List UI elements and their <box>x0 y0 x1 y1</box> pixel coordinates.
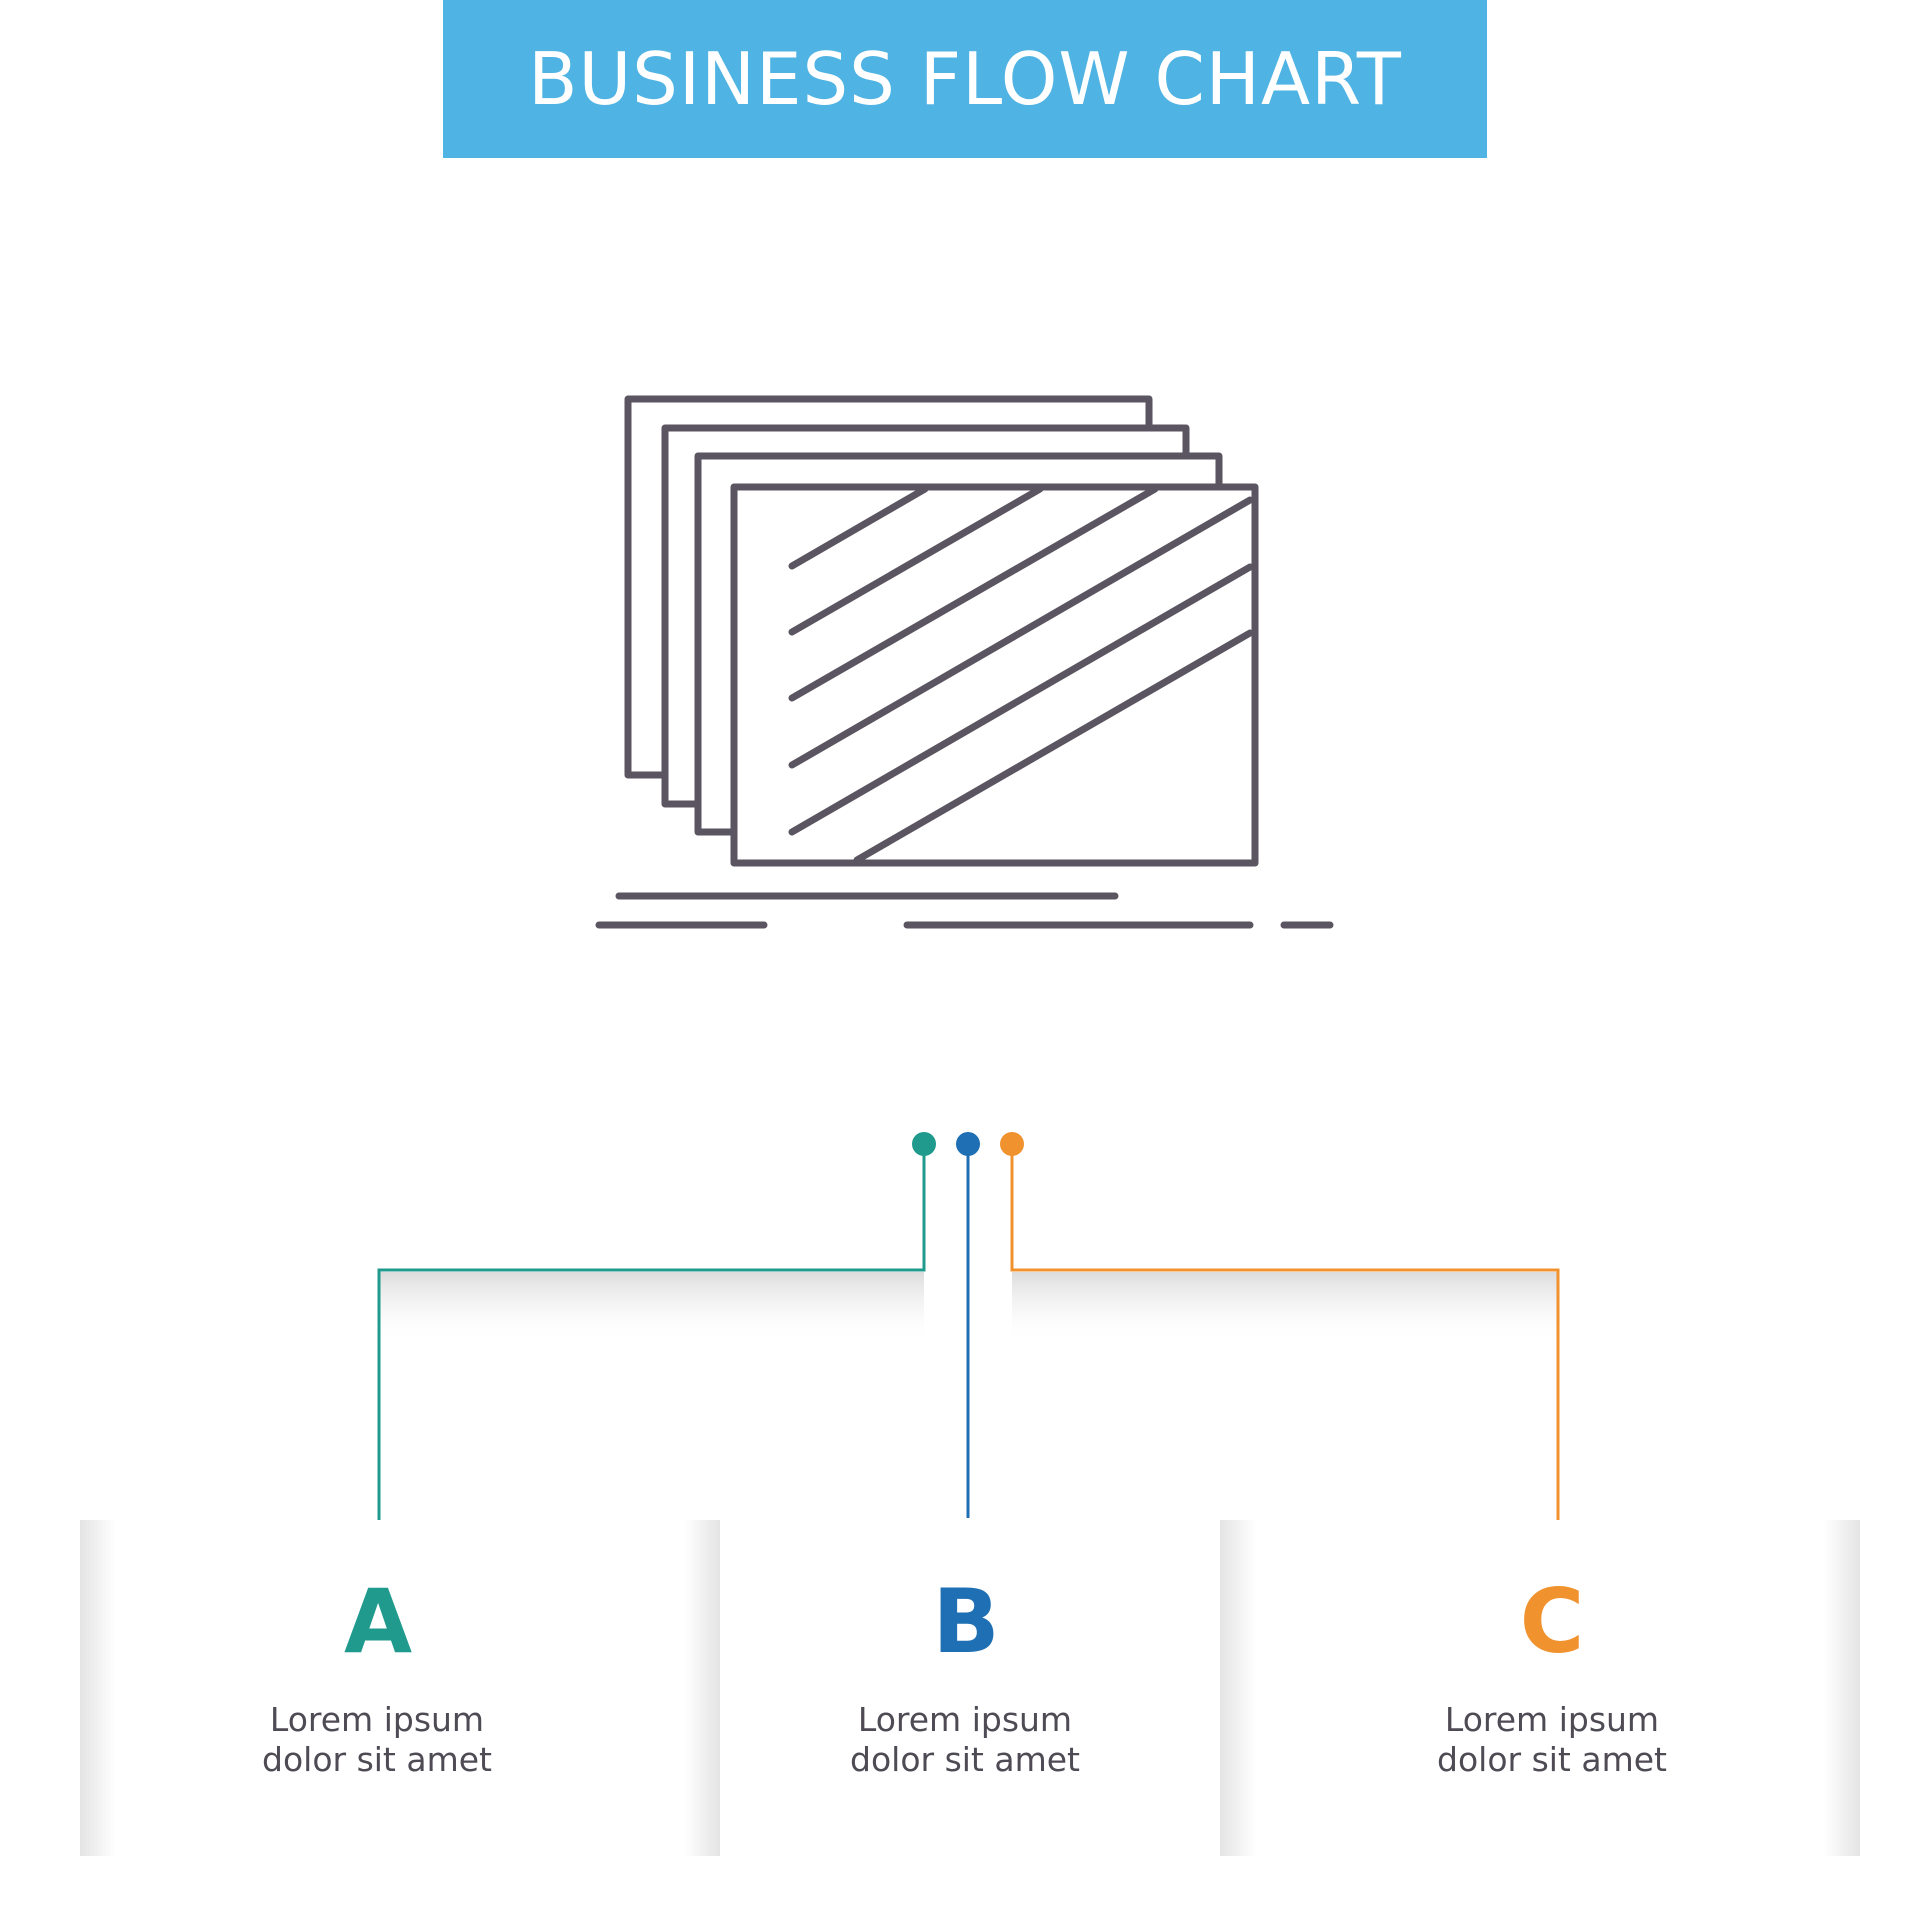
connector-dot-b <box>956 1132 980 1156</box>
step-card-a <box>80 1520 720 1856</box>
connector-dot-c <box>1000 1132 1024 1156</box>
connector-c <box>1010 1144 1560 1540</box>
step-desc-c-line2: dolor sit amet <box>1437 1740 1667 1779</box>
step-letter-c: C <box>1519 1570 1585 1673</box>
page-title: BUSINESS FLOW CHART <box>528 37 1402 121</box>
step-desc-a-line2: dolor sit amet <box>262 1740 492 1779</box>
title-banner: BUSINESS FLOW CHART <box>443 0 1487 158</box>
step-desc-c: Lorem ipsum dolor sit amet <box>1372 1700 1732 1780</box>
stacked-slides-icon <box>595 395 1334 929</box>
connector-dot-a <box>912 1132 936 1156</box>
shade-band-c <box>1012 1272 1558 1344</box>
step-letter-b: B <box>932 1570 1000 1673</box>
connector-a <box>377 1144 926 1540</box>
shade-band-a <box>380 1272 924 1344</box>
step-letter-a: A <box>343 1570 413 1673</box>
step-desc-a-line1: Lorem ipsum <box>269 1700 485 1739</box>
step-desc-b-line1: Lorem ipsum <box>857 1700 1073 1739</box>
step-desc-b-line2: dolor sit amet <box>850 1740 1080 1779</box>
step-card-c <box>1220 1520 1860 1856</box>
step-desc-c-line1: Lorem ipsum <box>1444 1700 1660 1739</box>
step-desc-b: Lorem ipsum dolor sit amet <box>785 1700 1145 1780</box>
slide-hatch-lines <box>788 485 1254 864</box>
baseline-lines <box>595 892 1334 929</box>
step-desc-a: Lorem ipsum dolor sit amet <box>197 1700 557 1780</box>
